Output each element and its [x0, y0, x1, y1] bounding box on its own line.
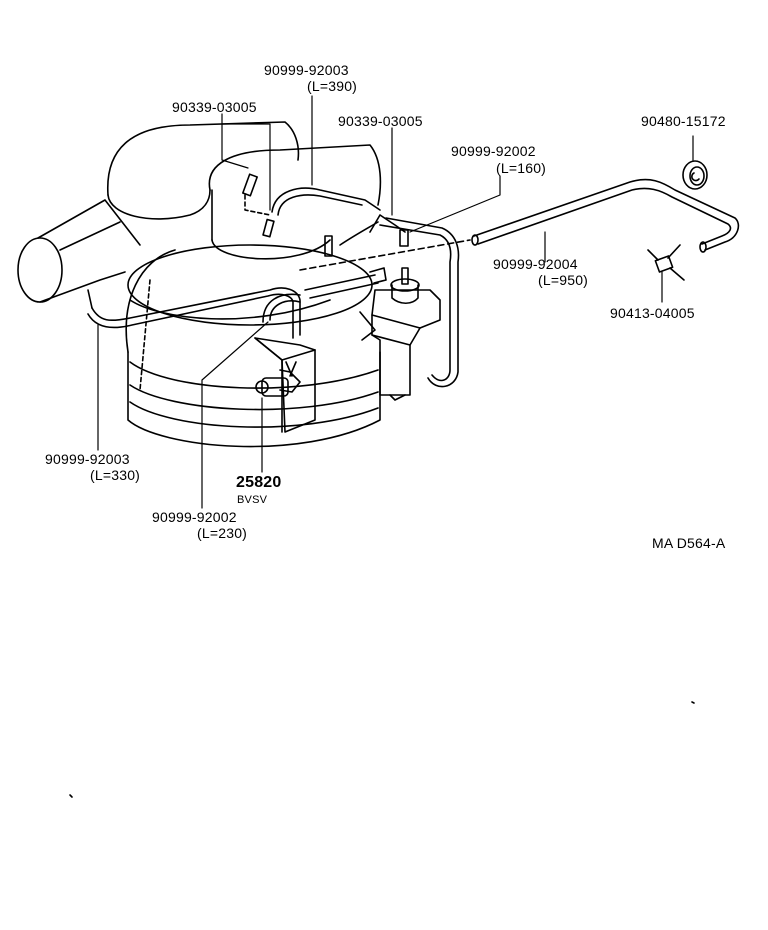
part-number-label: 90339-03005	[338, 113, 423, 129]
length-label: (L=160)	[496, 160, 547, 176]
scan-speck	[69, 794, 73, 798]
length-label: (L=330)	[90, 467, 141, 483]
part-number-label: 90999-92004	[493, 256, 578, 272]
length-label: (L=230)	[197, 525, 248, 541]
bvsv-valve	[254, 337, 316, 433]
vsv-assembly	[359, 267, 441, 401]
upper-hoses	[242, 173, 381, 257]
tee-90413	[647, 244, 685, 281]
hose-330	[87, 267, 387, 339]
air-cleaner-housing	[17, 121, 471, 448]
length-label: (L=390)	[307, 78, 358, 94]
part-number-label: 90480-15172	[641, 113, 726, 129]
part-number-label: 25820	[236, 474, 282, 491]
part-number-label: 90999-92003	[264, 62, 349, 78]
leader-lines	[97, 95, 694, 509]
long-hose-950	[471, 178, 740, 253]
part-number-label: 90999-92002	[152, 509, 237, 525]
diagram-reference-code: MA D564-A	[652, 535, 726, 551]
part-number-label: 90999-92002	[451, 143, 536, 159]
length-label: (L=950)	[538, 272, 589, 288]
part-number-label: 90339-03005	[172, 99, 257, 115]
hose-160	[369, 214, 460, 388]
scan-speck	[691, 701, 695, 704]
cap-90480	[682, 160, 708, 190]
part-name-label: BVSV	[237, 494, 268, 506]
part-number-label: 90999-92003	[45, 451, 130, 467]
part-number-label: 90413-04005	[610, 305, 695, 321]
